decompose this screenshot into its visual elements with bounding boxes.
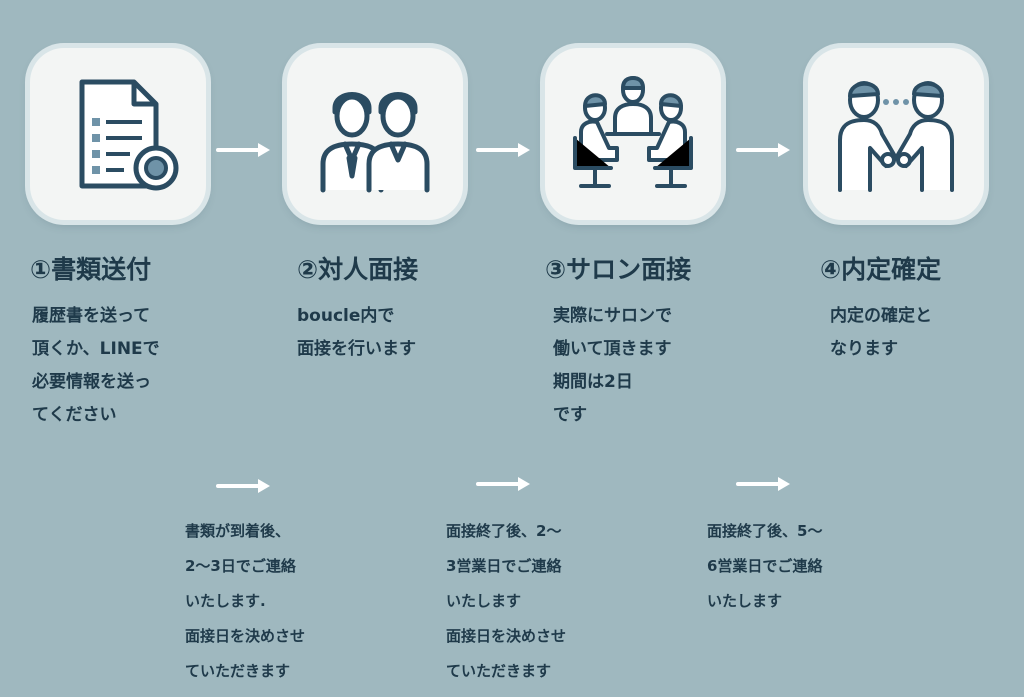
- note-after-step-1: 書類が到着後、 2〜3日でご連絡 いたします. 面接日を決めさせ ていただきます: [185, 514, 305, 689]
- note-after-step-3: 面接終了後、5〜 6営業日でご連絡 いたします: [707, 514, 822, 619]
- note-line: 面接日を決めさせ: [446, 627, 567, 645]
- step-2-title: ②対人面接: [297, 255, 419, 284]
- step-4: [808, 48, 984, 220]
- step-3-desc-line: です: [553, 405, 587, 425]
- step-1-card: [30, 48, 206, 220]
- arrow-right-icon: [736, 143, 790, 157]
- step-2-description: boucle内で 面接を行います: [297, 300, 416, 366]
- note-line: いたします: [707, 592, 783, 610]
- step-2-desc-line: 面接を行います: [297, 339, 416, 359]
- step-1-title: ①書類送付: [30, 255, 152, 284]
- note-line: 書類が到着後、: [185, 522, 291, 540]
- step-4-desc-line: なります: [830, 339, 898, 359]
- note-after-step-2: 面接終了後、2〜 3営業日でご連絡 いたします 面接日を決めさせ ていただきます: [446, 514, 566, 689]
- arrow-right-icon: [216, 479, 270, 493]
- note-line: いたします: [446, 592, 522, 610]
- note-line: 3営業日でご連絡: [446, 557, 562, 575]
- step-1-desc-line: 必要情報を送っ: [32, 372, 151, 392]
- step-1-desc-line: 頂くか、LINEで: [32, 339, 160, 359]
- step-1-description: 履歴書を送って 頂くか、LINEで 必要情報を送っ てください: [32, 300, 160, 432]
- document-icon: [79, 79, 179, 191]
- two-people-icon: [320, 92, 430, 193]
- step-3-description: 実際にサロンで 働いて頂きます 期間は2日 です: [553, 300, 672, 432]
- note-line: ていただきます: [185, 662, 291, 680]
- arrow-right-icon: [476, 477, 530, 491]
- step-3-title: ③サロン面接: [545, 255, 692, 284]
- note-line: ていただきます: [446, 662, 552, 680]
- note-line: 面接日を決めさせ: [185, 627, 306, 645]
- step-1: [30, 48, 206, 220]
- step-2-card: [287, 48, 463, 220]
- handshake-icon: [838, 81, 954, 192]
- arrow-right-icon: [736, 477, 790, 491]
- arrow-right-icon: [476, 143, 530, 157]
- arrow-right-icon: [216, 143, 270, 157]
- step-1-desc-line: てください: [32, 405, 117, 425]
- salon-meeting-icon: [573, 76, 693, 188]
- step-2-desc-line: boucle内で: [297, 306, 395, 326]
- step-3-desc-line: 働いて頂きます: [553, 339, 672, 359]
- note-line: 面接終了後、2〜: [446, 522, 562, 540]
- step-1-desc-line: 履歴書を送って: [32, 306, 151, 326]
- note-line: いたします.: [185, 592, 266, 610]
- step-4-title: ④内定確定: [820, 255, 942, 284]
- step-4-card: [808, 48, 984, 220]
- step-3-desc-line: 期間は2日: [553, 372, 633, 392]
- step-4-description: 内定の確定と なります: [830, 300, 932, 366]
- step-2: [287, 48, 463, 220]
- note-line: 2〜3日でご連絡: [185, 557, 296, 575]
- step-3: [545, 48, 721, 220]
- step-3-desc-line: 実際にサロンで: [553, 306, 672, 326]
- step-4-desc-line: 内定の確定と: [830, 306, 932, 326]
- note-line: 面接終了後、5〜: [707, 522, 823, 540]
- note-line: 6営業日でご連絡: [707, 557, 823, 575]
- step-3-card: [545, 48, 721, 220]
